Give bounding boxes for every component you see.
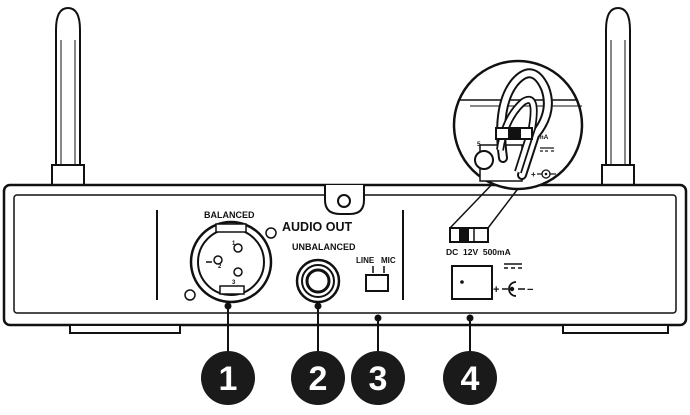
callout-4: 4	[443, 351, 497, 405]
mic-label: MIC	[381, 256, 396, 265]
callout-number-4: 4	[461, 360, 480, 398]
svg-text:2: 2	[218, 264, 222, 270]
callout-number-3: 3	[369, 360, 388, 398]
jack-connector	[295, 258, 341, 304]
dc-input: DC 12V 500mA + −	[446, 247, 533, 300]
right-antenna	[601, 6, 635, 186]
callout-number-1: 1	[219, 360, 238, 398]
xlr-connector: 1 3 2 BALANCED	[184, 210, 277, 304]
svg-text:3: 3	[232, 280, 236, 286]
callout-2: 2	[291, 351, 345, 405]
svg-text:+: +	[531, 170, 536, 179]
svg-text:−: −	[527, 284, 533, 296]
unbalanced-label: UNBALANCED	[292, 242, 356, 252]
callout-1: 1	[201, 351, 255, 405]
callout-leaders	[224, 302, 474, 355]
line-label: LINE	[356, 256, 375, 265]
callout-3: 3	[351, 351, 405, 405]
audio-out-label: AUDIO OUT	[282, 220, 353, 234]
svg-text:+: +	[493, 284, 499, 296]
svg-text:1: 1	[232, 241, 236, 247]
left-antenna	[51, 6, 85, 186]
callout-number-2: 2	[309, 360, 328, 398]
magnified-inset: 5 500mA +	[449, 59, 584, 229]
cable-clip	[449, 227, 489, 243]
inset-partial-label: 5	[477, 141, 481, 148]
balanced-label: BALANCED	[204, 210, 255, 220]
line-mic-switch: LINE MIC	[356, 256, 396, 292]
chassis	[2, 183, 688, 334]
dc-rating-label: DC 12V 500mA	[446, 247, 511, 257]
